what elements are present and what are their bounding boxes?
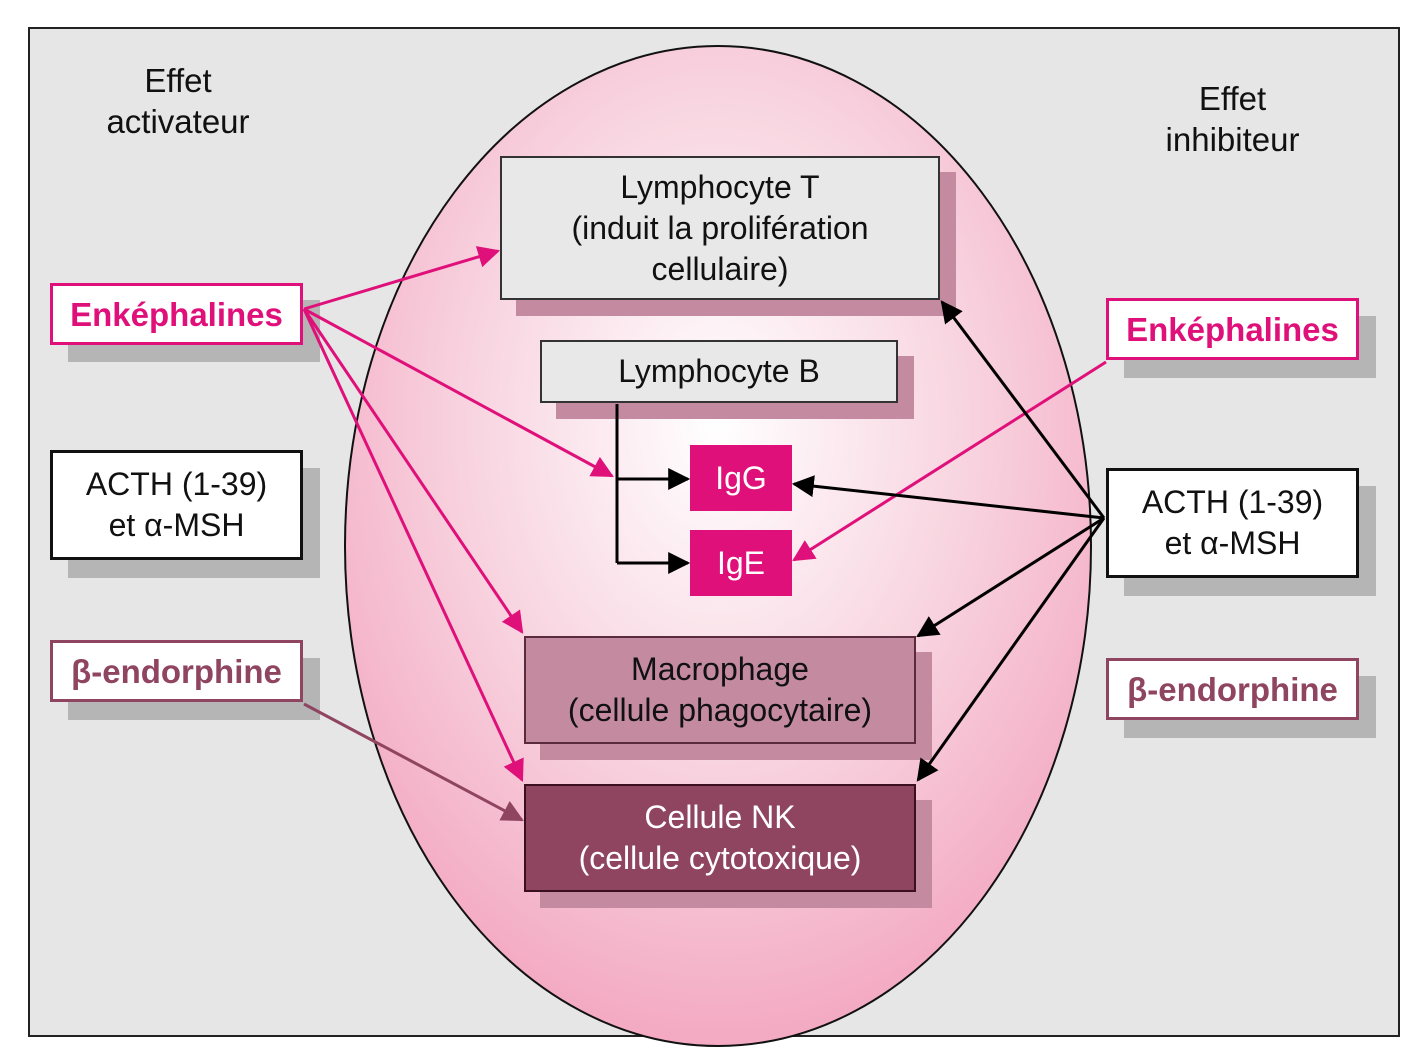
arrow-acth-to-macrophage — [916, 516, 1105, 638]
heading-line: Effet — [144, 62, 212, 99]
macrophage-description: (cellule phagocytaire) — [567, 692, 873, 728]
t-cell-box: Lymphocyte T (induit la prolifération ce… — [500, 156, 940, 300]
right-acth-label: ACTH (1-39) — [1141, 484, 1324, 520]
left-beta-endorphin-label: β-endorphine — [71, 652, 282, 690]
b-cell-label: Lymphocyte B — [618, 353, 820, 389]
arrow-acth-to-t-cell — [940, 300, 1106, 519]
left-acth-box: ACTH (1-39) et α-MSH — [50, 450, 303, 560]
arrow-acth-to-igg — [791, 475, 1105, 520]
arrow-enkephalin-to-t-cell — [303, 246, 501, 311]
activating-effect-heading: Effet activateur — [88, 60, 268, 142]
left-enkephalin-label: Enképhalines — [70, 295, 283, 333]
arrow-right-enkephalin-to-ige — [792, 360, 1107, 562]
arrow-acth-to-nk-cell — [916, 517, 1106, 782]
arrow-enkephalin-to-nk-cell — [302, 308, 524, 782]
heading-line: inhibiteur — [1165, 121, 1300, 158]
igg-label: IgG — [715, 459, 767, 496]
nk-cell-label: Cellule NK — [644, 799, 796, 835]
left-acth-label: ACTH (1-39) — [85, 466, 268, 502]
nk-cell-description: (cellule cytotoxique) — [578, 840, 862, 876]
right-acth-box: ACTH (1-39) et α-MSH — [1106, 468, 1359, 578]
arrow-enkephalin-to-immunoglobulins — [303, 307, 614, 478]
arrow-beta-endorphin-to-nk-cell — [303, 702, 524, 822]
ige-label: IgE — [716, 544, 766, 581]
right-beta-endorphin-box: β-endorphine — [1106, 658, 1359, 720]
igg-box: IgG — [690, 445, 792, 511]
heading-line: activateur — [106, 103, 250, 140]
macrophage-box: Macrophage (cellule phagocytaire) — [524, 636, 916, 744]
t-cell-description: (induit la prolifération — [571, 209, 869, 246]
right-enkephalin-label: Enképhalines — [1126, 310, 1339, 348]
nk-cell-box: Cellule NK (cellule cytotoxique) — [524, 784, 916, 892]
right-enkephalin-box: Enképhalines — [1106, 298, 1359, 360]
left-beta-endorphin-box: β-endorphine — [50, 640, 303, 702]
arrow-enkephalin-to-macrophage — [302, 308, 524, 634]
left-enkephalin-box: Enképhalines — [50, 283, 303, 345]
right-beta-endorphin-label: β-endorphine — [1127, 670, 1338, 708]
t-cell-label: Lymphocyte T — [620, 168, 820, 205]
ige-box: IgE — [690, 530, 792, 596]
heading-line: Effet — [1198, 80, 1267, 117]
inhibiting-effect-heading: Effet inhibiteur — [1140, 78, 1325, 160]
left-msh-label: et α-MSH — [108, 507, 245, 543]
t-cell-description: cellulaire) — [651, 250, 789, 287]
b-cell-box: Lymphocyte B — [540, 340, 898, 403]
right-msh-label: et α-MSH — [1164, 525, 1301, 561]
macrophage-label: Macrophage — [631, 651, 809, 687]
